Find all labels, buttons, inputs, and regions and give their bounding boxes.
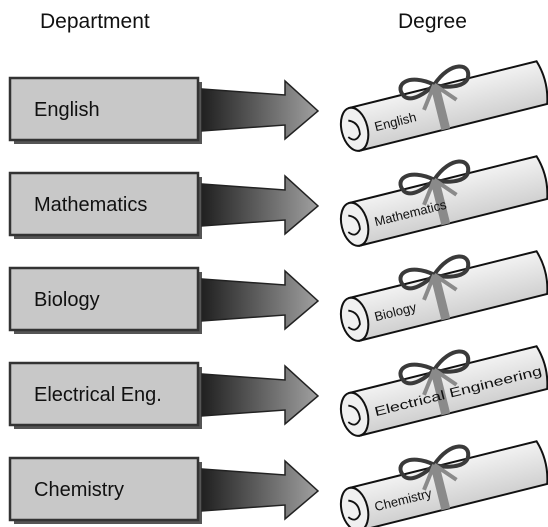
scroll-curl-inner — [347, 214, 361, 236]
arrow-icon — [201, 459, 320, 521]
scroll-curl-inner — [347, 119, 361, 141]
scroll-curl-inner — [347, 404, 361, 426]
department-label: Chemistry — [34, 479, 124, 501]
arrow-icon — [201, 174, 320, 236]
diploma-scroll: Biology — [339, 250, 548, 342]
row-0: English English — [8, 60, 548, 152]
ribbon-band — [430, 180, 451, 226]
ribbon-band — [430, 370, 451, 416]
ribbon-band — [430, 465, 451, 511]
ribbon-band — [430, 85, 451, 131]
scroll-body — [348, 250, 548, 342]
department-label: Electrical Eng. — [34, 384, 162, 406]
department-box — [8, 456, 200, 522]
scroll-curl-inner — [347, 499, 361, 521]
scroll-body — [348, 345, 548, 437]
department-box — [8, 361, 200, 427]
scroll-curl — [339, 296, 370, 342]
bow-left-loop — [398, 172, 436, 196]
department-box — [8, 266, 200, 332]
scroll-body — [348, 155, 548, 247]
bow-tails — [422, 368, 458, 396]
department-label: Mathematics — [34, 194, 147, 216]
scroll-curl — [339, 201, 370, 247]
bow-tails — [422, 273, 458, 301]
bow-right-loop — [432, 349, 471, 374]
bow-right-loop — [432, 64, 471, 89]
scroll-body — [348, 60, 548, 152]
scroll-curl-inner — [347, 309, 361, 331]
arrow-icon — [201, 269, 320, 331]
scroll-body — [348, 440, 548, 527]
diploma-scroll: Chemistry — [339, 440, 548, 527]
row-2: Biology Biology — [8, 250, 548, 342]
row-1: Mathematics Mathematics — [8, 155, 548, 247]
bow-left-loop — [398, 267, 436, 291]
diploma-scroll: English — [339, 60, 548, 152]
ribbon-band — [430, 275, 451, 321]
bow-left-loop — [398, 77, 436, 101]
arrow-icon — [201, 79, 320, 141]
arrow-icon — [201, 364, 320, 426]
bow-left-loop — [398, 362, 436, 386]
row-3: Electrical Eng. Electrical Engineering — [8, 345, 548, 437]
bow-tails — [422, 83, 458, 111]
row-4: Chemistry Chemistry — [8, 440, 548, 527]
degree-header: Degree — [398, 10, 467, 33]
diploma-scroll: Mathematics — [339, 155, 548, 247]
department-box — [8, 76, 200, 142]
scroll-curl — [339, 391, 370, 437]
department-header: Department — [40, 10, 150, 33]
bow-tails — [422, 178, 458, 206]
bow-right-loop — [432, 159, 471, 184]
department-box — [8, 171, 200, 237]
bow-right-loop — [432, 444, 471, 469]
diploma-scroll: Electrical Engineering — [339, 345, 548, 437]
scroll-curl — [339, 486, 370, 527]
bow-tails — [422, 463, 458, 491]
department-label: English — [34, 99, 100, 121]
bow-left-loop — [398, 457, 436, 481]
bow-right-loop — [432, 254, 471, 279]
department-label: Biology — [34, 289, 100, 311]
scroll-curl — [339, 106, 370, 152]
